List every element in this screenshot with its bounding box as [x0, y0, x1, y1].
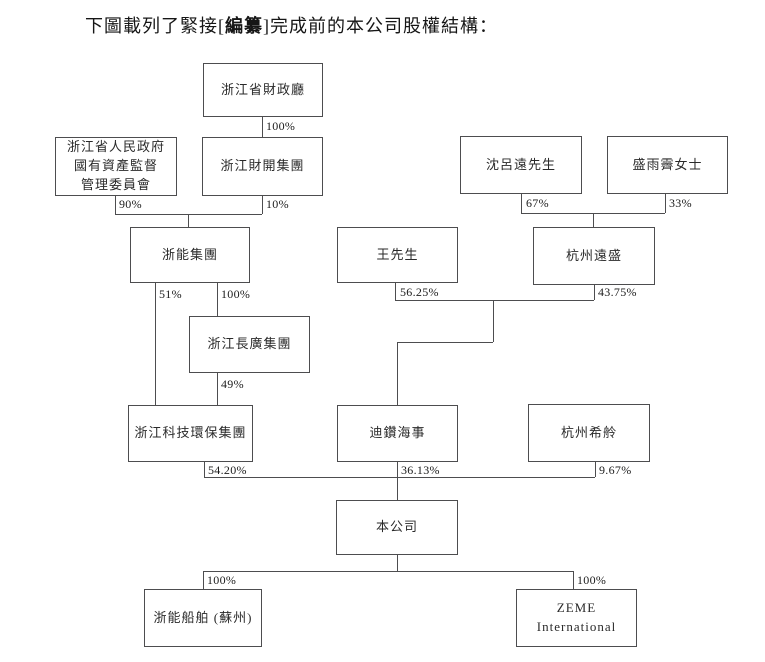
org-box-label: 浙江科技環保集團	[134, 425, 247, 441]
org-box-ms-sheng-yuji: 盛雨霽女士	[607, 136, 728, 194]
connector-line	[188, 214, 189, 227]
org-box-zhejiang-tech-env-group: 浙江科技環保集團	[128, 405, 253, 462]
title-suffix: ]完成前的本公司股權結構：	[263, 16, 498, 36]
connector-line	[217, 373, 218, 405]
org-box-label: 本公司	[375, 519, 418, 535]
org-box-label: 管理委員會	[80, 176, 151, 192]
org-box-the-company: 本公司	[336, 500, 458, 555]
title-redacted-term: 編纂	[225, 16, 263, 36]
ownership-label: 100%	[577, 573, 607, 587]
ownership-label: 90%	[119, 197, 142, 211]
ownership-label: 56.25%	[400, 285, 439, 299]
ownership-label: 9.67%	[599, 463, 632, 477]
ownership-label: 43.75%	[598, 285, 637, 299]
connector-line	[594, 285, 595, 300]
org-box-mr-shen-lvyuan: 沈呂遠先生	[460, 136, 582, 194]
connector-line	[593, 213, 594, 227]
connector-line	[397, 342, 398, 405]
org-box-dizuan-marine: 迪鑽海事	[337, 405, 458, 462]
connector-line	[573, 571, 574, 589]
connector-line	[203, 571, 573, 572]
connector-line	[397, 462, 398, 500]
org-box-zhejiang-caikai-group: 浙江財開集團	[202, 137, 323, 196]
connector-line	[395, 283, 396, 300]
connector-line	[155, 283, 156, 405]
connector-line	[521, 194, 522, 213]
ownership-label: 33%	[669, 196, 692, 210]
ownership-label: 100%	[207, 573, 237, 587]
ownership-label: 100%	[221, 287, 251, 301]
org-box-label: 國有資產監督	[73, 158, 158, 174]
connector-line	[665, 194, 666, 213]
org-box-zhejiang-sasac: 浙江省人民政府國有資產監督管理委員會	[55, 137, 177, 196]
org-box-label: 浙江省人民政府	[66, 139, 165, 155]
connector-line	[203, 571, 204, 589]
org-box-label: 浙能船舶 (蘇州)	[153, 609, 253, 625]
ownership-label: 54.20%	[208, 463, 247, 477]
connector-line	[262, 196, 263, 214]
connector-line	[217, 283, 218, 316]
ownership-label: 51%	[159, 287, 182, 301]
org-box-label: 浙能集團	[161, 246, 218, 262]
page-title: 下圖載列了緊接[編纂]完成前的本公司股權結構：	[85, 12, 498, 38]
org-box-label: 沈呂遠先生	[485, 156, 556, 172]
org-box-zeme-international: ZEME International	[516, 589, 637, 647]
connector-line	[395, 300, 594, 301]
org-box-label: 杭州希舲	[560, 424, 617, 440]
connector-line	[115, 196, 116, 214]
org-box-label: 杭州遠盛	[565, 247, 622, 263]
org-box-zheneng-group: 浙能集團	[130, 227, 250, 283]
connector-line	[397, 342, 493, 343]
ownership-label: 36.13%	[401, 463, 440, 477]
ownership-label: 67%	[526, 196, 549, 210]
connector-line	[493, 300, 494, 342]
org-box-label: 迪鑽海事	[369, 425, 426, 441]
org-box-label: 浙江省財政廳	[220, 81, 305, 97]
connector-line	[595, 462, 596, 477]
org-box-label: 浙江財開集團	[220, 158, 305, 174]
org-box-hangzhou-yuansheng: 杭州遠盛	[533, 227, 655, 285]
org-box-label: ZEME International	[536, 600, 617, 634]
ownership-label: 10%	[266, 197, 289, 211]
org-box-mr-wang: 王先生	[337, 227, 458, 283]
title-prefix: 下圖載列了緊接[	[85, 16, 225, 36]
ownership-label: 49%	[221, 377, 244, 391]
connector-line	[262, 117, 263, 137]
org-box-label: 盛雨霽女士	[632, 156, 703, 172]
org-box-hangzhou-xiling: 杭州希舲	[528, 404, 650, 462]
org-box-label: 浙江長廣集團	[207, 336, 292, 352]
org-box-zhejiang-provincial-finance-dept: 浙江省財政廳	[203, 63, 323, 117]
connector-line	[204, 477, 595, 478]
org-box-label: 王先生	[376, 246, 419, 262]
connector-line	[397, 555, 398, 571]
org-box-zhejiang-changguang-group: 浙江長廣集團	[189, 316, 310, 373]
org-box-zheneng-shipbuilding-suzhou: 浙能船舶 (蘇州)	[144, 589, 262, 647]
connector-line	[204, 462, 205, 477]
ownership-label: 100%	[266, 119, 296, 133]
